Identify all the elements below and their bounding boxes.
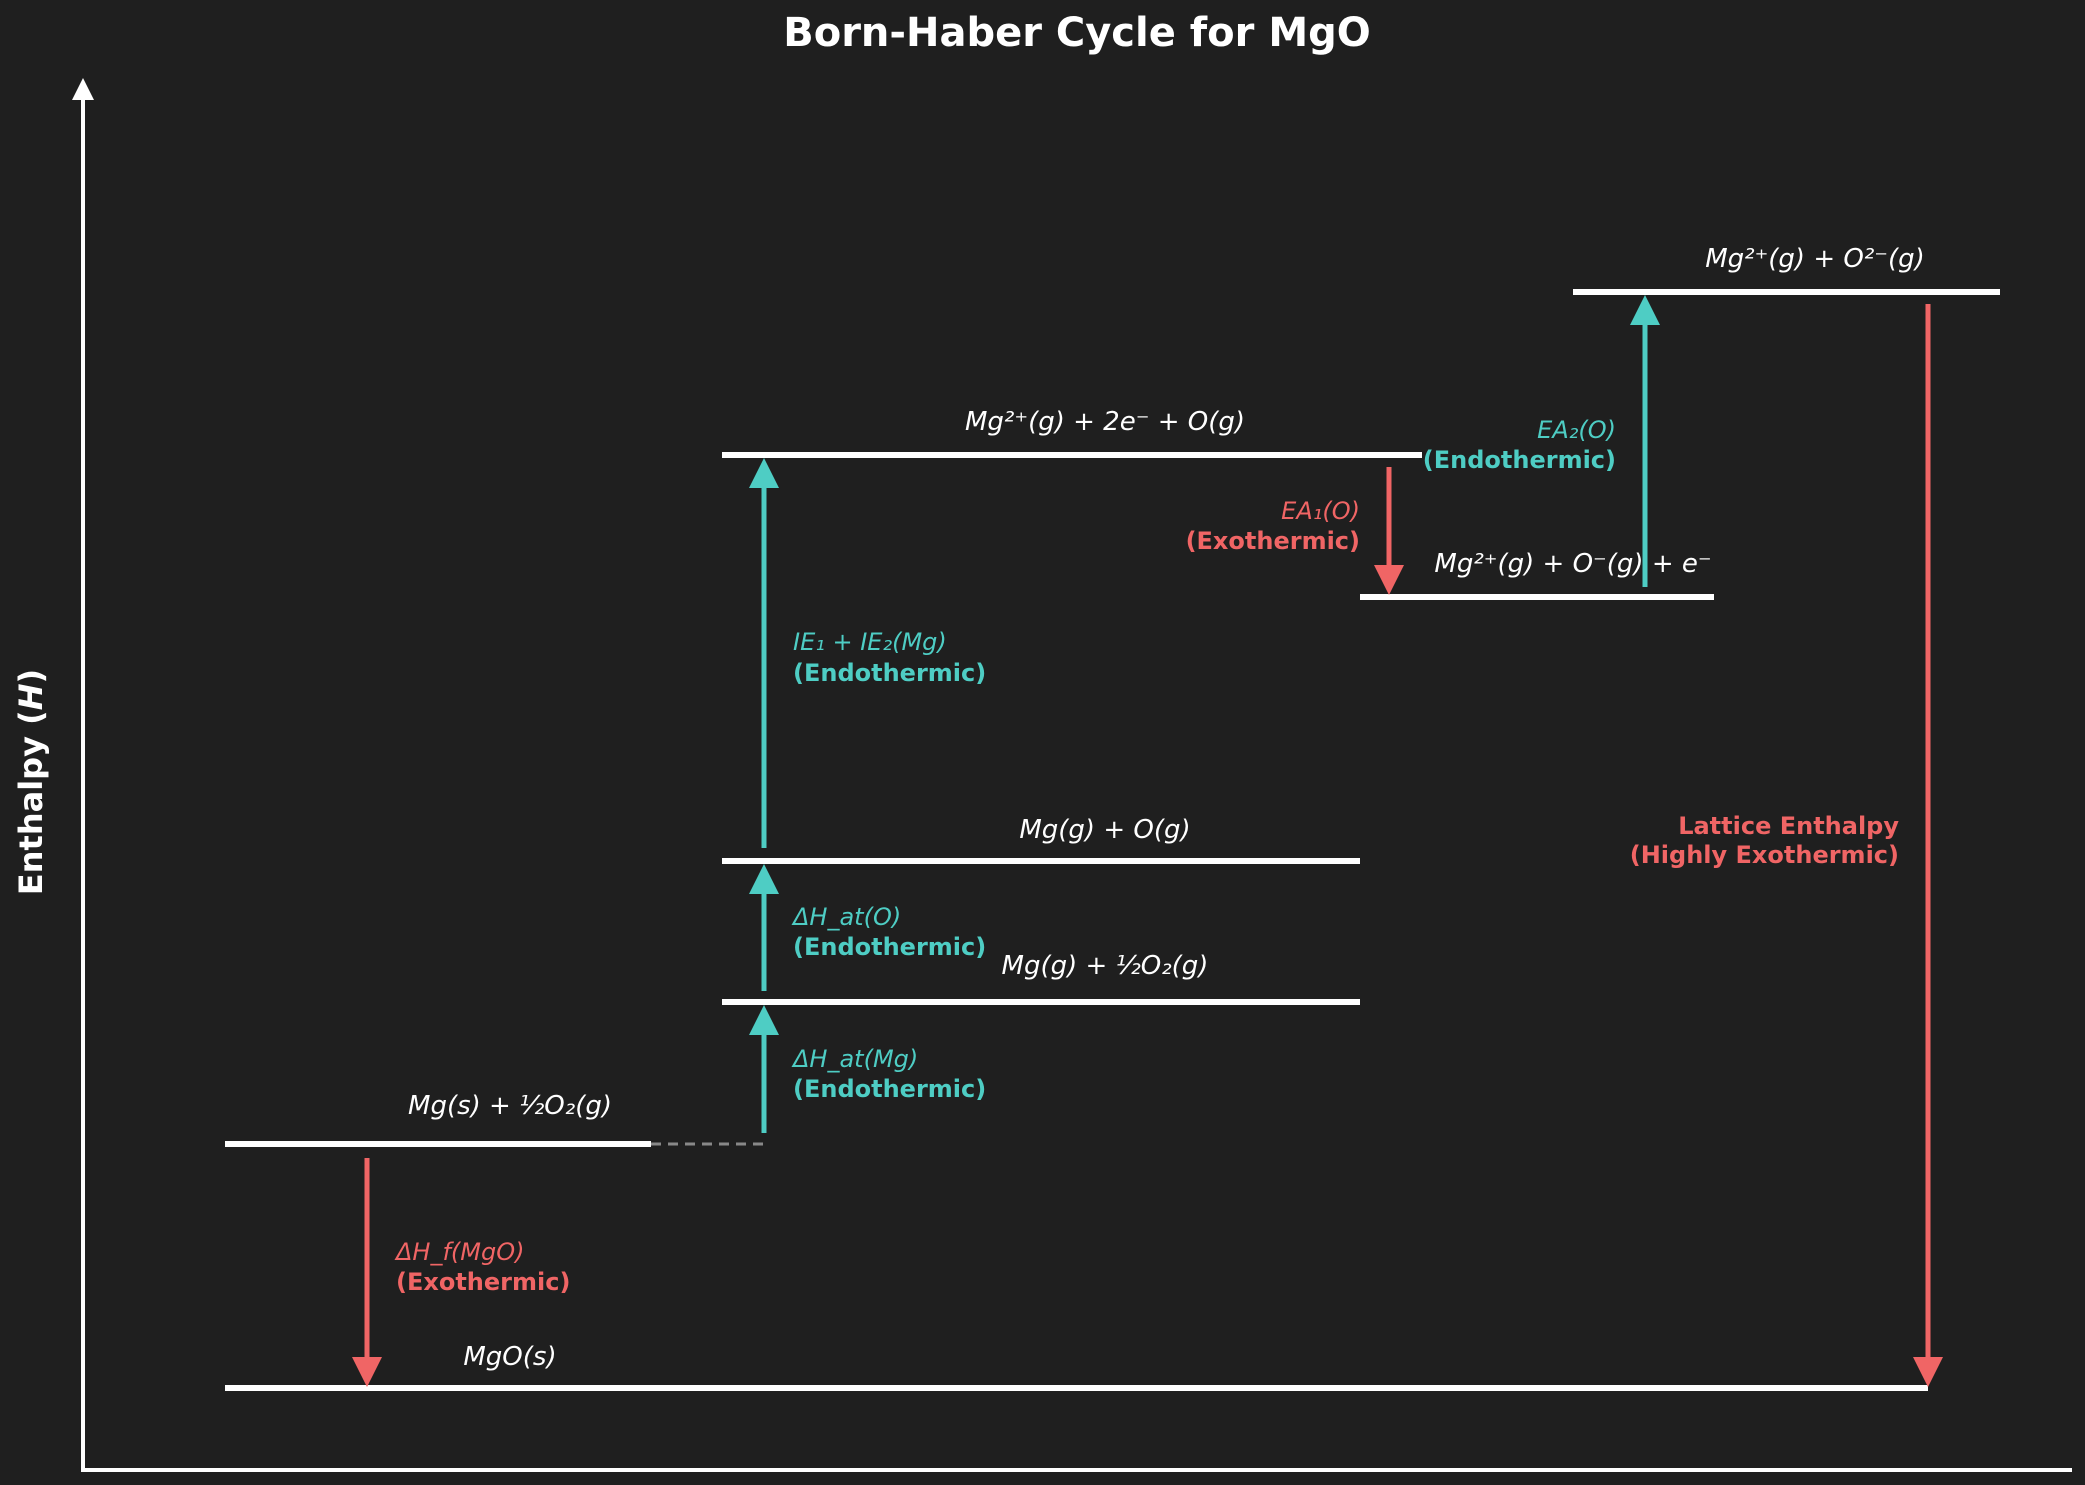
diagram-title: Born-Haber Cycle for MgO bbox=[783, 10, 1371, 56]
level-label-gas-atoms: Mg(g) + O(g) bbox=[1019, 815, 1190, 845]
y-axis-arrowhead-icon bbox=[72, 78, 94, 100]
step-label-ionisation: IE₁ + IE₂(Mg) (Endothermic) bbox=[793, 628, 986, 687]
step-label-ea1: EA₁(O) (Exothermic) bbox=[1186, 497, 1360, 555]
y-axis-label: Enthalpy (H) bbox=[12, 669, 50, 895]
step-name-lattice: Lattice Enthalpy bbox=[1678, 812, 1899, 840]
step-name-atomisation-o: ΔH_at(O) bbox=[791, 903, 901, 931]
step-label-formation: ΔH_f(MgO) (Exothermic) bbox=[394, 1238, 570, 1296]
level-label-ions: Mg²⁺(g) + O²⁻(g) bbox=[1705, 244, 1925, 274]
step-kind-lattice: (Highly Exothermic) bbox=[1630, 841, 1899, 869]
step-label-atomisation-mg: ΔH_at(Mg) (Endothermic) bbox=[791, 1045, 986, 1103]
species-labels: MgO(s) Mg(s) + ½O₂(g) Mg(g) + ½O₂(g) Mg(… bbox=[408, 244, 1925, 1372]
step-name-ionisation: IE₁ + IE₂(Mg) bbox=[793, 628, 947, 656]
step-label-ea2: EA₂(O) (Endothermic) bbox=[1423, 416, 1616, 474]
energy-levels bbox=[225, 289, 2000, 1391]
step-label-lattice: Lattice Enthalpy (Highly Exothermic) bbox=[1630, 812, 1900, 869]
step-name-ea2: EA₂(O) bbox=[1537, 416, 1616, 444]
step-label-atomisation-o: ΔH_at(O) (Endothermic) bbox=[791, 903, 986, 961]
step-name-atomisation-mg: ΔH_at(Mg) bbox=[791, 1045, 918, 1073]
level-label-mg2-o: Mg²⁺(g) + 2e⁻ + O(g) bbox=[965, 407, 1245, 437]
step-name-ea1: EA₁(O) bbox=[1281, 497, 1360, 525]
level-label-elements: Mg(s) + ½O₂(g) bbox=[408, 1091, 612, 1121]
enthalpy-axis bbox=[72, 78, 2072, 1472]
step-labels: ΔH_f(MgO) (Exothermic) ΔH_at(Mg) (Endoth… bbox=[394, 416, 1899, 1296]
level-label-mg2-o-minus: Mg²⁺(g) + O⁻(g) + e⁻ bbox=[1434, 549, 1711, 579]
step-kind-atomisation-mg: (Endothermic) bbox=[793, 1075, 986, 1103]
step-name-formation: ΔH_f(MgO) bbox=[394, 1238, 524, 1266]
level-label-mgo: MgO(s) bbox=[463, 1342, 556, 1372]
level-label-mg-gas-o2: Mg(g) + ½O₂(g) bbox=[1002, 951, 1209, 981]
enthalpy-arrows bbox=[352, 295, 1943, 1387]
step-kind-atomisation-o: (Endothermic) bbox=[793, 933, 986, 961]
step-kind-ea1: (Exothermic) bbox=[1186, 527, 1360, 555]
step-kind-formation: (Exothermic) bbox=[396, 1268, 570, 1296]
step-kind-ea2: (Endothermic) bbox=[1423, 446, 1616, 474]
step-kind-ionisation: (Endothermic) bbox=[793, 659, 986, 687]
